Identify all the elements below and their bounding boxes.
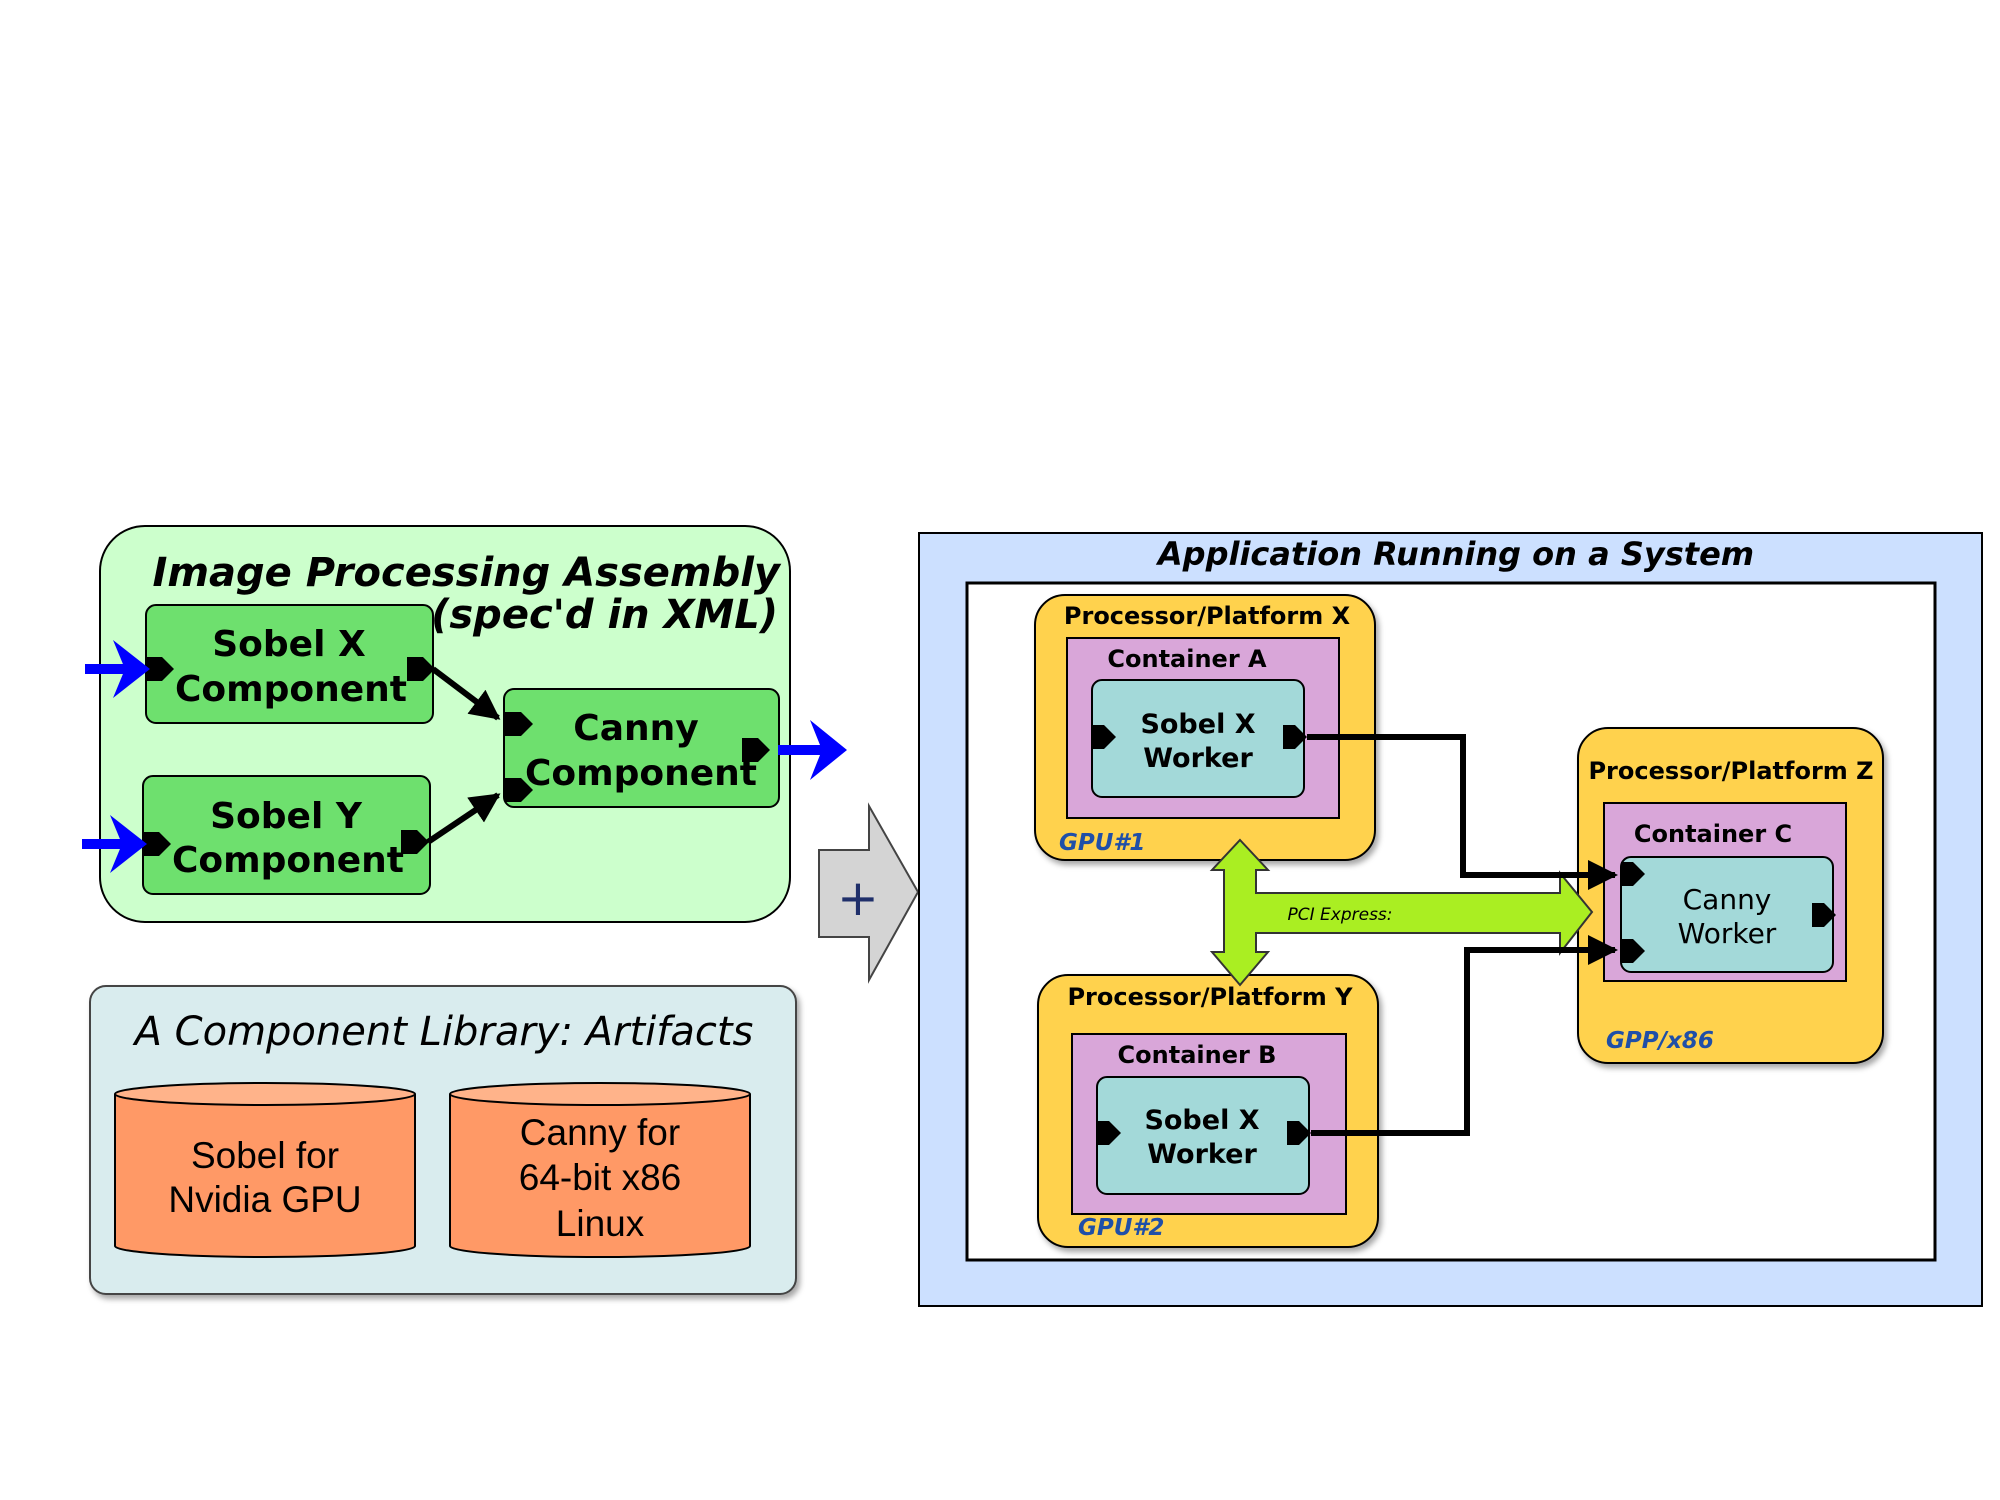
sobel-x-to-canny-arrow <box>431 666 501 721</box>
container-b-label: Container B <box>1118 1041 1277 1069</box>
worker-sobel-x-2-input-port <box>1097 1121 1121 1145</box>
assembly-panel: Image Processing Assembly (spec'd in XML… <box>82 525 847 923</box>
canny-input-port-2 <box>505 778 533 802</box>
plus-arrow: + <box>818 802 920 984</box>
platform-x-tag: GPU#1 <box>1059 830 1145 856</box>
worker-canny-line2: Worker <box>1678 917 1777 950</box>
sobel-x-component: Sobel X Component <box>145 604 435 724</box>
platform-y-tag: GPU#2 <box>1078 1215 1164 1241</box>
artifact-cylinder-sobel: Sobel for Nvidia GPU <box>114 1082 416 1258</box>
worker-canny-output-port <box>1812 903 1836 927</box>
worker-sobel-x-1-line1: Sobel X <box>1140 709 1255 740</box>
canny-label-line2: Component <box>525 753 757 794</box>
worker-canny-input-port-1 <box>1621 862 1645 886</box>
canny-input-port-1 <box>505 712 533 736</box>
assembly-title: Image Processing Assembly <box>152 550 781 596</box>
platform-y-title: Processor/Platform Y <box>1067 983 1353 1011</box>
library-panel: A Component Library: Artifacts Sobel for… <box>89 985 797 1295</box>
library-title: A Component Library: Artifacts <box>132 1009 754 1055</box>
canny-output-arrow <box>778 720 847 780</box>
worker-sobel-x-1-output-port <box>1283 725 1307 749</box>
assembly-subtitle: (spec'd in XML) <box>431 592 778 638</box>
sobel-y-input-arrow <box>82 815 147 873</box>
pci-express-bus: PCI Express: <box>1209 838 1594 987</box>
plus-sign: + <box>837 869 879 927</box>
container-a-label: Container A <box>1107 645 1267 673</box>
platform-y: Processor/Platform Y Container B Sobel X… <box>1037 974 1379 1248</box>
artifact-sobel-line2: Nvidia GPU <box>168 1179 361 1220</box>
sobel-y-label-line1: Sobel Y <box>210 796 363 837</box>
system-title: Application Running on a System <box>1155 535 1754 573</box>
platform-x-title: Processor/Platform X <box>1064 602 1351 630</box>
container-c-label: Container C <box>1634 820 1792 848</box>
artifact-canny-line3: Linux <box>556 1203 645 1244</box>
worker-sobel-x-2-line2: Worker <box>1147 1139 1257 1170</box>
sobel-x-input-arrow <box>85 640 150 698</box>
sobel-x-output-port <box>407 657 435 681</box>
sobel-x-2-to-canny-connector <box>1311 935 1618 1136</box>
worker-sobel-x-2-line1: Sobel X <box>1144 1105 1259 1136</box>
sobel-y-component: Sobel Y Component <box>142 775 431 895</box>
sobel-x-input-port <box>146 657 174 681</box>
artifact-cylinder-canny: Canny for 64-bit x86 Linux <box>449 1082 751 1258</box>
pci-express-label: PCI Express: <box>1287 905 1392 925</box>
canny-output-port <box>742 738 770 762</box>
sobel-x-label-line2: Component <box>175 669 407 710</box>
system-panel: Application Running on a System Processo… <box>918 532 1983 1307</box>
sobel-y-input-port <box>143 832 171 856</box>
canny-label-line1: Canny <box>573 708 698 749</box>
worker-canny-line1: Canny <box>1683 883 1772 916</box>
worker-sobel-x-1-input-port <box>1092 725 1116 749</box>
platform-z-tag: GPP/x86 <box>1606 1028 1714 1054</box>
canny-component: Canny Component <box>503 688 780 808</box>
platform-z: Processor/Platform Z Container C Canny W… <box>1577 727 1884 1064</box>
artifact-canny-line2: 64-bit x86 <box>519 1157 682 1198</box>
worker-canny-input-port-2 <box>1621 939 1645 963</box>
worker-sobel-x-2-output-port <box>1287 1121 1311 1145</box>
worker-sobel-x-1-line2: Worker <box>1143 743 1253 774</box>
platform-x: Processor/Platform X Container A Sobel X… <box>1034 594 1376 861</box>
sobel-y-to-canny-arrow <box>426 792 501 845</box>
sobel-y-output-port <box>401 830 429 854</box>
sobel-x-1-to-canny-connector <box>1307 734 1618 890</box>
platform-z-title: Processor/Platform Z <box>1588 757 1873 785</box>
sobel-x-label-line1: Sobel X <box>212 624 366 665</box>
artifact-sobel-line1: Sobel for <box>191 1135 339 1176</box>
artifact-canny-line1: Canny for <box>520 1112 680 1153</box>
sobel-y-label-line2: Component <box>172 840 404 881</box>
